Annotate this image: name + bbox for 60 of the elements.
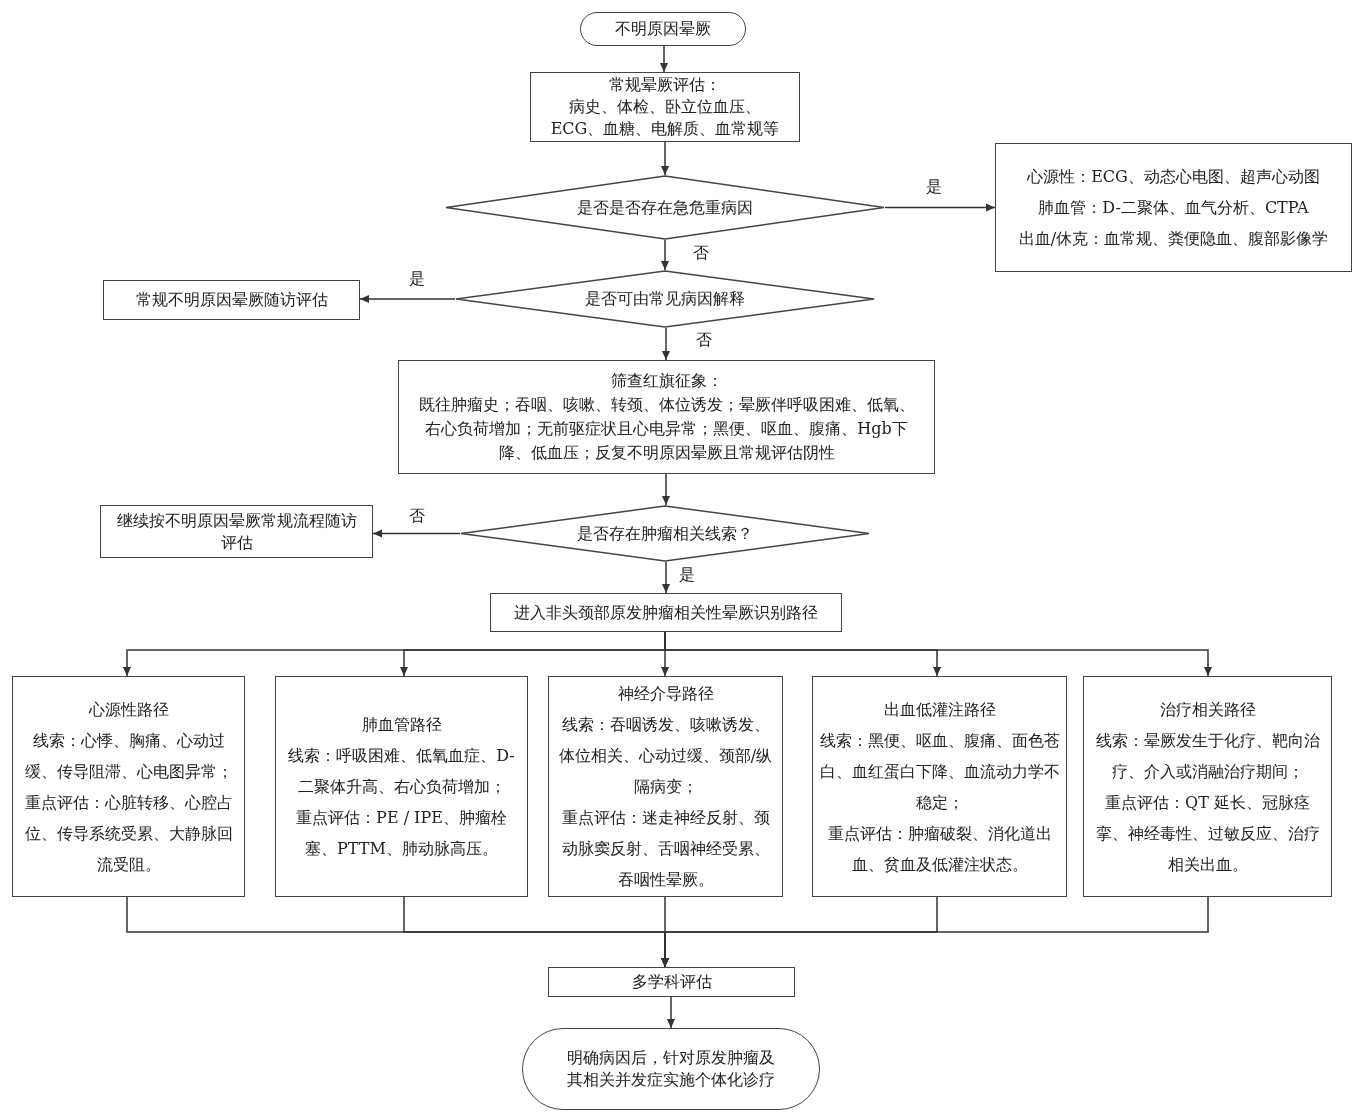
arrow [661, 141, 669, 176]
pathway-text: 线索：晕厥发生于化疗、靶向治疗、介入或消融治疗期间； [1094, 729, 1321, 783]
step-text: 常规不明原因晕厥随访评估 [135, 289, 328, 311]
pathway-text: 肺血管路径 [361, 714, 442, 736]
pathway-text: 神经介导路径 [617, 683, 714, 705]
pathway-text: 重点评估：PE / IPE、肿瘤栓塞、PTTM、肺动脉高压。 [295, 807, 508, 860]
process-box [530, 72, 800, 142]
step-text: 多学科评估 [631, 971, 712, 993]
decision-text: 是否存在肿瘤相关线索？ [577, 522, 753, 545]
step-text: 进入非头颈部原发肿瘤相关性晕厥识别路径 [514, 601, 818, 624]
edge-label: 是 [408, 270, 426, 288]
step-text: 病史、体检、卧立位血压、ECG、血糖、电解质、血常规等 [549, 96, 781, 140]
process-box [100, 505, 373, 558]
decision-text: 是否可由常见病因解释 [585, 288, 745, 310]
edge-label: 否 [695, 331, 713, 349]
arrow [662, 473, 670, 506]
process-box [103, 280, 360, 320]
arrow [884, 203, 996, 212]
arrow [667, 996, 675, 1029]
process-box [12, 676, 245, 897]
pathway-text: 重点评估：QT 延长、冠脉痉挛、神经毒性、过敏反应、治疗相关出血。 [1094, 791, 1321, 876]
process-box [812, 676, 1067, 897]
pathway-text: 重点评估：肿瘤破裂、消化道出血、贫血及低灌注状态。 [826, 822, 1053, 876]
process-box [490, 593, 842, 632]
pathway-text: 线索：吞咽诱发、咳嗽诱发、体位相关、心动过缓、颈部/纵隔病变； [557, 714, 774, 798]
step-text: 既往肿瘤史；吞咽、咳嗽、转颈、体位诱发；晕厥伴呼吸困难、低氧、右心负荷增加；无前驱症状且心电异常；黑便、呕血、腹痛、Hgb下降、低血压；反复不明原因晕厥且常规评估阴性 [417, 394, 916, 464]
process-box [995, 143, 1352, 272]
pathway-text: 线索：呼吸困难、低氧血症、D-二聚体升高、右心负荷增加； [287, 745, 516, 798]
arrow [660, 45, 668, 73]
arrow [372, 529, 461, 538]
pathway-text: 心源性路径 [88, 698, 169, 721]
pathway-text: 出血低灌注路径 [883, 698, 996, 721]
edge-label: 否 [692, 244, 710, 262]
pathway-text: 治疗相关路径 [1159, 698, 1256, 721]
edge-label: 是 [925, 178, 943, 196]
arrow [662, 561, 670, 594]
step-text: 常规晕厥评估： [608, 74, 722, 96]
pathway-text: 线索：心悸、胸痛、心动过缓、传导阻滞、心电图异常； [23, 729, 234, 783]
step-text: 出血/休克：血常规、粪便隐血、腹部影像学 [1017, 228, 1330, 250]
arrow [359, 295, 456, 303]
arrow [661, 239, 669, 271]
terminal-text: 不明原因晕厥 [615, 18, 711, 40]
edge-label: 否 [408, 507, 426, 525]
pathway-text: 重点评估：心脏转移、心腔占位、传导系统受累、大静脉回流受阻。 [23, 791, 234, 876]
pathway-text: 重点评估：迷走神经反射、颈动脉窦反射、舌咽神经受累、吞咽性晕厥。 [560, 807, 771, 891]
process-box [275, 676, 528, 897]
edge-label: 是 [678, 566, 696, 584]
arrow [662, 327, 670, 361]
process-box [1083, 676, 1332, 897]
step-text: 继续按不明原因晕厥常规流程随访评估 [115, 509, 358, 554]
arrow [661, 896, 1209, 968]
terminal-text: 明确病因后，针对原发肿瘤及其相关并发症实施个体化诊疗 [566, 1047, 776, 1091]
process-box [398, 360, 935, 474]
process-box [548, 676, 783, 897]
step-text: 筛查红旗征象： [609, 370, 724, 392]
step-text: 肺血管：D-二聚体、血气分析、CTPA [1037, 197, 1310, 219]
pathway-text: 线索：黑便、呕血、腹痛、面色苍白、血红蛋白下降、血流动力学不稳定； [819, 729, 1060, 814]
decision-text: 是否是否存在急危重病因 [577, 196, 753, 219]
process-box [548, 967, 795, 997]
step-text: 心源性：ECG、动态心电图、超声心动图 [1026, 166, 1321, 188]
